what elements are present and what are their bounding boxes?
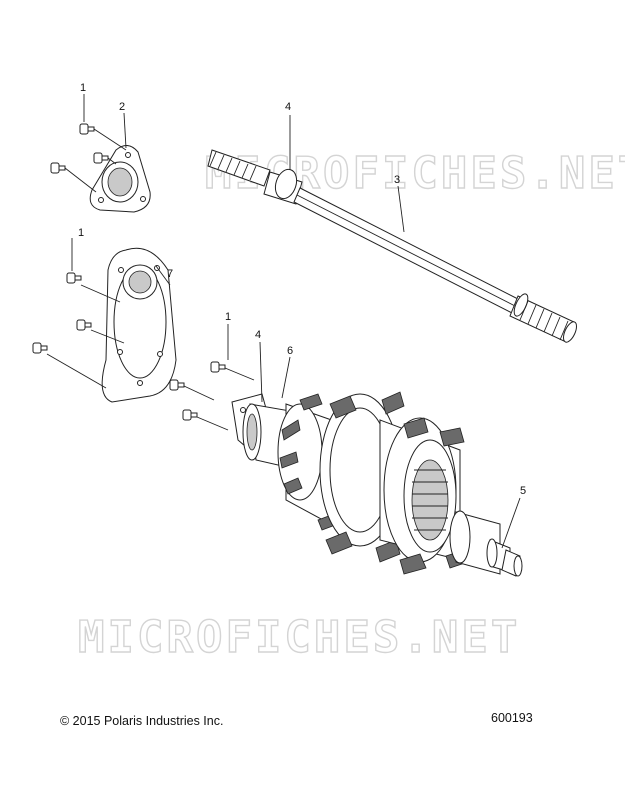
bolt-upper-1 [79, 123, 95, 135]
callout-5: 5 [520, 485, 526, 497]
callout-1-middle: 1 [78, 227, 84, 239]
bolt-lower-left-2 [76, 319, 92, 331]
callout-6: 6 [287, 345, 293, 357]
callout-1-lower: 1 [225, 311, 231, 323]
callout-2: 2 [119, 101, 125, 113]
callout-1-upper: 1 [80, 82, 86, 94]
bolt-middle-2 [169, 379, 185, 391]
copyright-text: © 2015 Polaris Industries Inc. [60, 714, 224, 728]
callout-7: 7 [167, 268, 173, 280]
differential-assembly [231, 391, 523, 577]
callout-4-lower: 4 [255, 329, 261, 341]
axle-shaft [207, 149, 577, 343]
watermark-bottom: MICROFICHES.NET [78, 612, 520, 663]
flange-plate-upper [89, 145, 151, 213]
bolt-upper-3 [50, 162, 66, 174]
bolt-upper-2 [93, 152, 109, 164]
bolt-middle-1 [210, 361, 226, 373]
callout-4-upper: 4 [285, 101, 291, 113]
callout-3: 3 [394, 174, 400, 186]
bolt-lower-left-3 [32, 342, 48, 354]
diagram-number: 600193 [491, 711, 533, 725]
bolt-middle-3 [182, 409, 198, 421]
flange-plate-lower [101, 247, 177, 403]
bolt-lower-left-1 [66, 272, 82, 284]
